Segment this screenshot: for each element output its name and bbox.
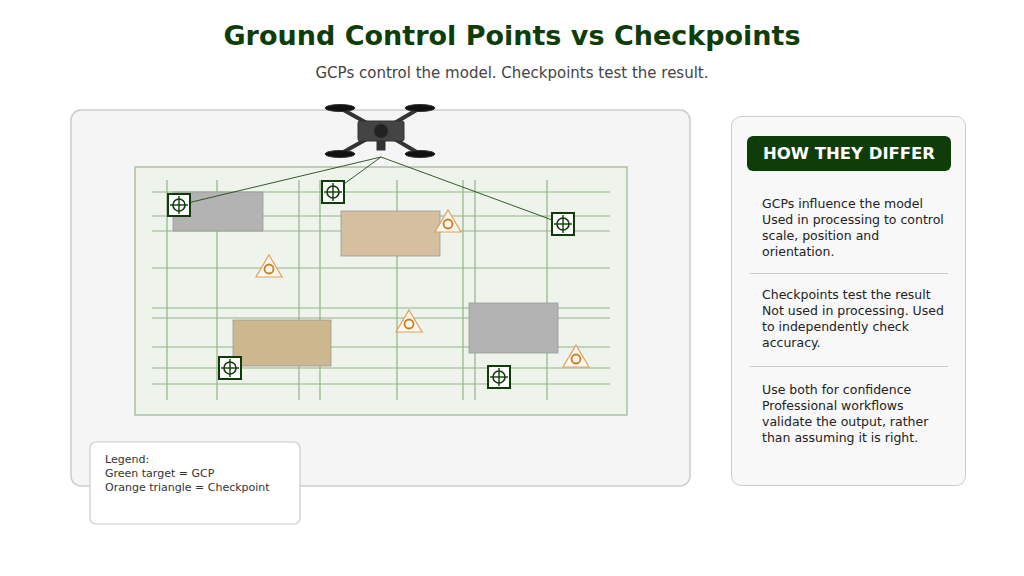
checkpoint-triangles-part [256,255,282,277]
checkpoint-triangles-part-part [444,220,453,229]
gcp-targets-part [488,366,510,388]
grid-lines-part [152,267,610,268]
drone-sight-lines-part [381,157,563,224]
section-heading: GCPs influence the model [762,196,944,212]
survey-area [135,167,627,415]
section-body: Used in processing to control scale, pos… [762,212,944,260]
legend-box [90,442,300,524]
drone-part [377,141,385,150]
grid-lines-part [462,180,463,400]
checkpoint-triangles-part [563,345,589,367]
gcp-targets [168,181,574,388]
gcp-targets-part [168,194,190,216]
drone-part [325,105,355,112]
grid-lines-part [474,180,475,400]
gcp-targets-part [552,213,574,235]
gcp-targets-part-part [322,181,344,203]
drone-part [405,151,435,158]
gcp-targets-part-part [229,359,230,377]
buildings-part [233,320,331,366]
section-divider [750,366,948,367]
gcp-targets-part [219,357,241,379]
section-divider [750,273,948,274]
checkpoint-triangles-part [435,210,461,232]
grid-lines-part [152,383,610,384]
gcp-targets-part-part [332,183,333,201]
drone-sight-lines-part [179,157,381,205]
gcp-targets-part-part [552,213,574,235]
checkpoint-triangles-part-part [265,265,274,274]
checkpoint-triangles-part-part [405,320,414,329]
gcp-targets-part-part [168,194,190,216]
gcp-targets-part-part [498,368,499,386]
checkpoint-triangles-part [396,310,422,332]
checkpoint-triangles-part-part [256,255,282,277]
gcp-targets-part-part [488,366,510,388]
legend-entry: Orange triangle = Checkpoint [105,481,295,494]
gcp-targets-part [322,181,344,203]
gcp-targets-part-part [178,196,179,214]
section-body: Not used in processing. Used to independ… [762,303,944,351]
section-heading: Use both for confidence [762,382,944,398]
checkpoint-triangles-part-part [563,345,589,367]
checkpoint-triangles-part-part [572,355,581,364]
grid-lines [152,180,610,400]
buildings-part [341,211,440,256]
section-heading: Checkpoints test the result [762,287,944,303]
section-body: Professional workflows validate the outp… [762,398,944,446]
grid-lines-part [546,180,547,400]
buildings-part [469,303,558,353]
checkpoint-triangles-part-part [435,210,461,232]
drone-part [405,105,435,112]
drone-sight-lines [179,157,563,224]
info-panel: HOW THEY DIFFERGCPs influence the modelU… [731,116,966,486]
panel-heading: HOW THEY DIFFER [747,136,951,171]
grid-lines-part [319,180,320,400]
legend-heading: Legend: [105,453,295,466]
drone-part [374,124,388,138]
map-panel [71,110,690,486]
subtitle: GCPs control the model. Checkpoints test… [0,64,1024,82]
checkpoint-triangles [256,210,589,367]
buildings [173,192,558,366]
drone [325,105,435,158]
panel-heading-text: HOW THEY DIFFER [763,144,935,163]
legend-entry: Green target = GCP [105,467,295,480]
drone-part [325,151,355,158]
title: Ground Control Points vs Checkpoints [0,20,1024,51]
gcp-targets-part-part [562,215,563,233]
grid-lines-part [298,180,299,400]
gcp-targets-part-part [219,357,241,379]
drone-part [358,121,404,141]
checkpoint-triangles-part-part [396,310,422,332]
